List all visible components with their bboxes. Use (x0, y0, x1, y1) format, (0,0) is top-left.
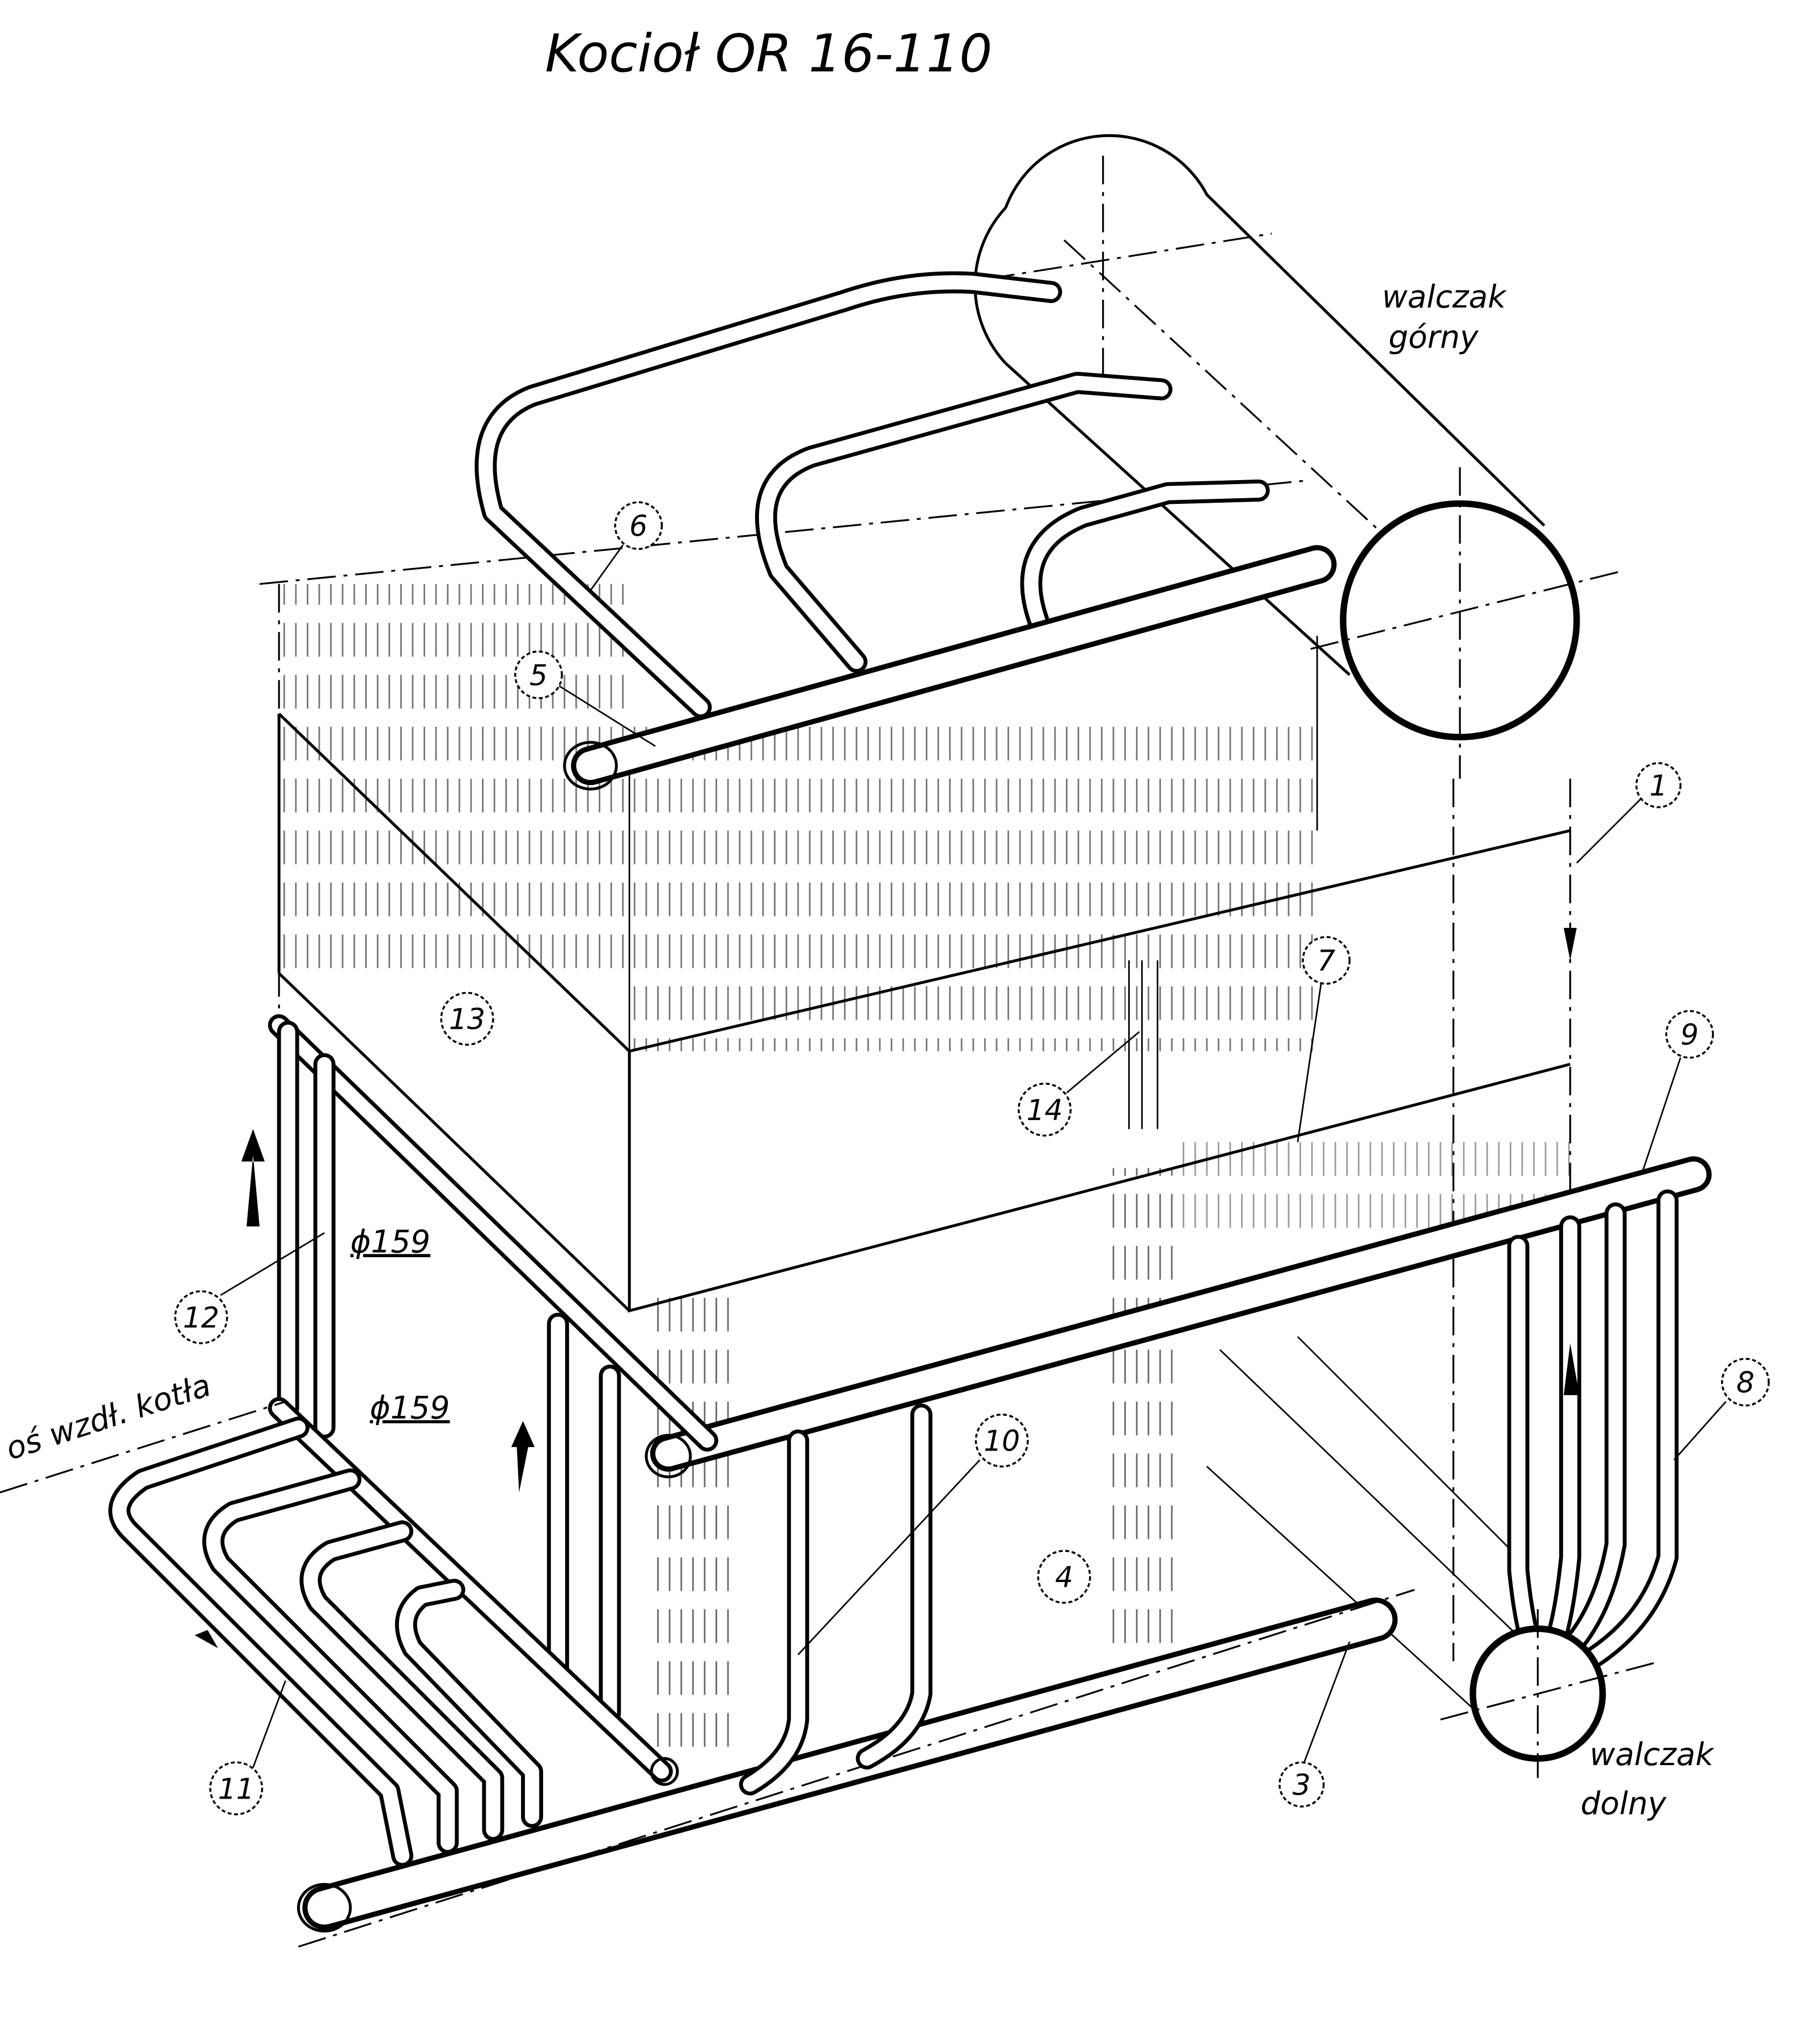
svg-text:4: 4 (1055, 1560, 1073, 1594)
svg-text:11: 11 (218, 1772, 255, 1805)
lower-drum (1440, 1609, 1662, 1778)
diagram-title: Kocioł OR 16-110 (545, 23, 992, 84)
diameter-label: ϕ159 (350, 1223, 430, 1260)
riser-pipes-6 (475, 271, 1270, 719)
callout-8: 8 (1673, 1358, 1770, 1461)
svg-text:9: 9 (1680, 1018, 1698, 1051)
callout-9: 9 (1641, 1010, 1714, 1175)
svg-text:8: 8 (1736, 1366, 1755, 1400)
callout-13: 13 (440, 991, 494, 1046)
downcomers-8 (1507, 1189, 1679, 1679)
flow-arrows (194, 928, 1579, 1648)
boiler-axis-label: oś wzdł. kotła (2, 1367, 215, 1467)
callout-7: 7 (1297, 936, 1351, 1142)
header-9 (645, 1156, 1712, 1478)
callout-12: 12 (174, 1232, 325, 1345)
boiler-axis-line (0, 1401, 286, 1494)
svg-text:5: 5 (530, 659, 548, 692)
callout-1: 1 (1576, 762, 1681, 864)
svg-text:6: 6 (629, 510, 647, 543)
upper-drum (973, 134, 1623, 779)
pipes-11 (108, 1417, 543, 1867)
callout-5: 5 (514, 650, 656, 747)
lower-drum-label-2: dolny (1581, 1786, 1667, 1822)
lower-drum-label: walczak (1590, 1736, 1715, 1772)
svg-text:14: 14 (1027, 1093, 1063, 1127)
pipes-10 (739, 1403, 933, 1796)
diameter-label: ϕ159 (370, 1389, 450, 1426)
svg-text:7: 7 (1317, 944, 1335, 978)
callout-3: 3 (1278, 1641, 1350, 1808)
pipes-12 (268, 1014, 718, 1786)
header-5 (563, 545, 1337, 791)
header-3 (296, 1589, 1415, 1948)
svg-text:3: 3 (1293, 1768, 1311, 1801)
callout-4: 4 (1037, 1550, 1091, 1604)
callout-10: 10 (797, 1413, 1029, 1656)
callout-6: 6 (590, 501, 663, 591)
upper-drum-label-2: górny (1388, 319, 1479, 355)
callout-14: 14 (1018, 1031, 1140, 1137)
svg-text:10: 10 (984, 1424, 1020, 1458)
upper-drum-label: walczak (1382, 279, 1507, 315)
svg-text:13: 13 (449, 1003, 485, 1036)
svg-text:1: 1 (1649, 769, 1667, 802)
svg-text:12: 12 (183, 1301, 219, 1334)
callout-11: 11 (209, 1680, 286, 1816)
